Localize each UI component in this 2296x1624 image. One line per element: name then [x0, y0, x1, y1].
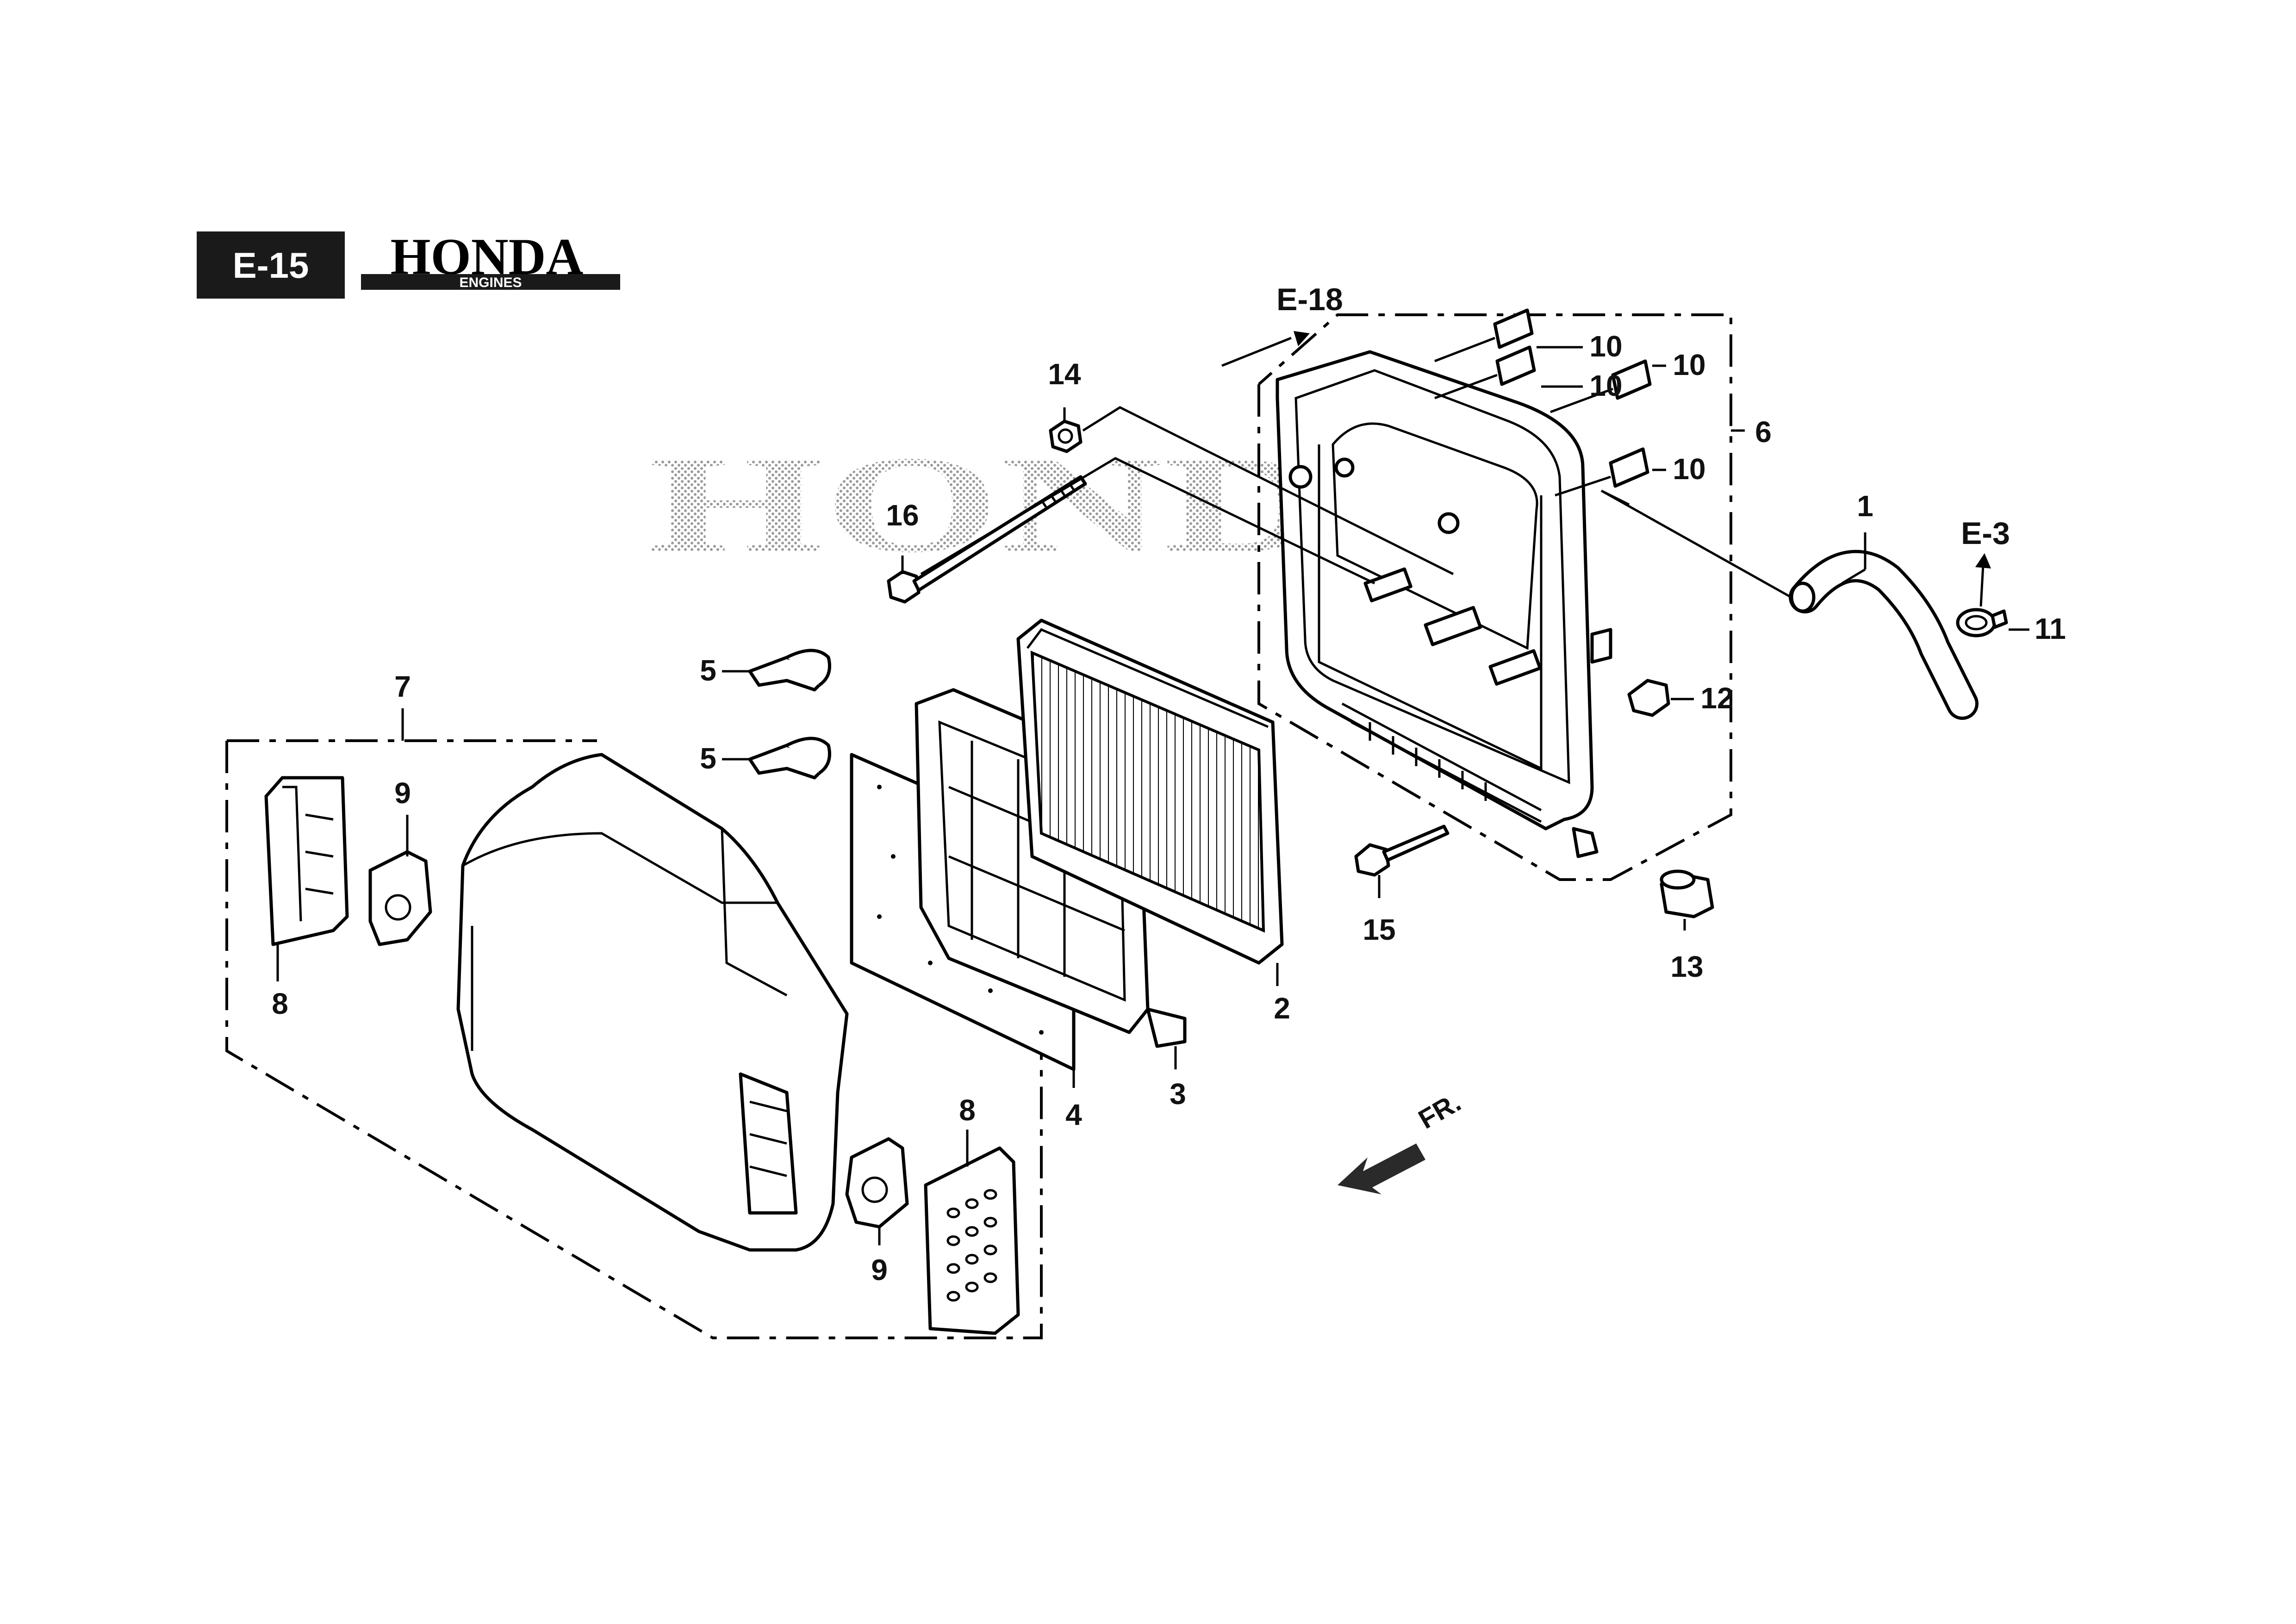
callout-8-right: 8 [959, 1093, 976, 1127]
callout-12: 12 [1700, 681, 1733, 715]
hose-clamp-11 [1956, 608, 2008, 637]
paper-element-2 [1016, 618, 1284, 965]
reference-e18: E-18 [1276, 282, 1343, 317]
callout-5-lower: 5 [700, 742, 716, 775]
reference-arrow-e18: E-18 [1221, 282, 1343, 367]
leader-lines [276, 346, 2029, 1245]
group-outline-cover [225, 741, 1043, 1339]
callout-13: 13 [1670, 950, 1703, 983]
page-code-badge: E-15 [197, 231, 345, 299]
clip-5-upper [748, 649, 831, 692]
breather-tube-1 [1789, 550, 1979, 720]
reference-arrow-e3: E-3 [1961, 516, 2010, 607]
latch-cover-8-left [264, 776, 349, 946]
callout-2: 2 [1274, 992, 1290, 1025]
callout-8-left: 8 [272, 987, 288, 1020]
brand-subtitle: ENGINES [459, 275, 522, 290]
callout-10-b: 10 [1589, 369, 1622, 402]
callout-4: 4 [1065, 1098, 1082, 1131]
callout-10-a: 10 [1589, 330, 1622, 363]
air-cleaner-case [1276, 350, 1612, 831]
nut-14 [1049, 419, 1083, 453]
damper-group [1434, 308, 1652, 497]
grommet-12 [1627, 679, 1670, 717]
drain-cap-13 [1572, 827, 1714, 918]
latch-cover-8-right [924, 1146, 1020, 1335]
clip-5-lower [748, 737, 831, 780]
reference-e3: E-3 [1961, 516, 2010, 551]
latch-9-right [845, 1137, 909, 1229]
group-outline-housing [1257, 313, 1732, 881]
front-direction-arrow: FR. [1338, 1087, 1466, 1194]
front-direction-label: FR. [1413, 1087, 1466, 1135]
callout-16: 16 [886, 499, 919, 532]
latch-9-left [368, 850, 432, 946]
callout-10-d: 10 [1673, 452, 1705, 486]
page-code: E-15 [233, 245, 309, 286]
callout-9-left: 9 [394, 776, 411, 810]
callout-numbers: 1 2 3 4 5 5 6 7 8 8 9 9 10 10 10 10 11 1… [272, 330, 2066, 1287]
callout-14: 14 [1048, 357, 1081, 391]
callout-1: 1 [1857, 489, 1873, 523]
honda-engines-logo: HONDA ENGINES [361, 228, 620, 290]
callout-5-upper: 5 [700, 654, 716, 687]
callout-10-c: 10 [1673, 348, 1705, 381]
air-cleaner-cover-7 [456, 753, 849, 1252]
callout-7: 7 [394, 670, 411, 703]
callout-11: 11 [2035, 612, 2066, 645]
callout-6: 6 [1755, 415, 1772, 449]
callout-3: 3 [1170, 1077, 1186, 1111]
callout-9-right: 9 [871, 1253, 888, 1287]
flange-bolt-15 [1354, 824, 1450, 877]
callout-15: 15 [1363, 913, 1395, 946]
